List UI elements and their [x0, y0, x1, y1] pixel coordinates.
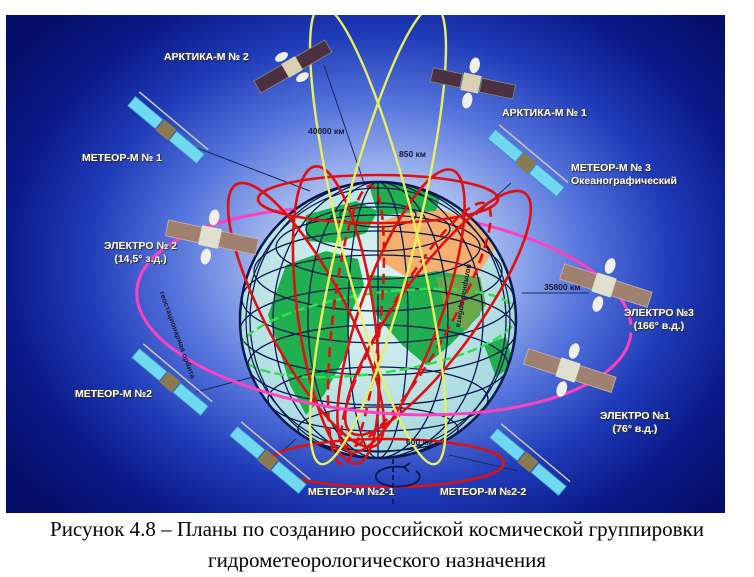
distance-polar-low: 600 км: [406, 437, 434, 447]
label-meteor-m2: МЕТЕОР-М №2: [75, 388, 152, 401]
label-meteor-m2-2: МЕТЕОР-М №2-2: [440, 486, 526, 499]
satellite-elektro-2-icon: [164, 209, 260, 265]
label-meteor-m-3: МЕТЕОР-М № 3 Океанографический: [571, 162, 677, 188]
label-text: ЭЛЕКТРО №3: [624, 307, 695, 319]
label-text: МЕТЕОР-М №2-2: [440, 486, 527, 498]
label-subtext: (166° в.д.): [633, 320, 685, 332]
heo-orbits: [308, 15, 448, 466]
satellite-constellation-diagram: АРКТИКА-М № 2 АРКТИКА-М № 1 МЕТЕОР-М № 1…: [6, 15, 725, 513]
label-text: МЕТЕОР-М №2-1: [308, 486, 395, 498]
caption-line-1: Рисунок 4.8 – Планы по созданию российск…: [50, 517, 704, 541]
label-text: МЕТЕОР-М № 1: [82, 152, 162, 164]
satellite-arktika-m-2-icon: [253, 39, 333, 94]
distance-geo: 35800 км: [544, 282, 581, 292]
satellite-meteor-m-3-icon: [487, 124, 569, 198]
label-subtext: (14,5° з.д.): [114, 253, 167, 265]
label-elektro-3: ЭЛЕКТРО №3 (166° в.д.): [624, 307, 694, 333]
label-elektro-1: ЭЛЕКТРО №1 (76° в.д.): [600, 410, 670, 436]
satellite-elektro-3-icon: [559, 258, 653, 312]
label-subtext: (76° в.д.): [612, 423, 658, 435]
label-elektro-2: ЭЛЕКТРО № 2 (14,5° з.д.): [104, 240, 177, 266]
diagram-graphics: [127, 15, 653, 507]
satellite-meteor-m-1-icon: [127, 91, 209, 165]
label-text: ЭЛЕКТРО № 2: [104, 240, 177, 252]
label-text: МЕТЕОР-М №2: [75, 388, 153, 400]
label-text: АРКТИКА-М № 1: [502, 107, 587, 119]
rotation-arrow-icon: [374, 459, 421, 507]
label-text: ЭЛЕКТРО №1: [600, 410, 671, 422]
figure-caption: Рисунок 4.8 – Планы по созданию российск…: [0, 514, 754, 576]
label-text: АРКТИКА-М № 2: [164, 51, 249, 63]
distance-heo: 40000 км: [308, 126, 345, 136]
label-arktika-m-2: АРКТИКА-М № 2: [164, 51, 249, 64]
satellite-elektro-1-icon: [523, 343, 617, 397]
satellite-meteor-m2-2-icon: [489, 423, 571, 497]
satellite-meteor-m2-icon: [131, 343, 213, 417]
satellite-arktika-m-1-icon: [429, 57, 516, 109]
geo-orbit-front: [135, 205, 633, 417]
label-subtext: Океанографический: [571, 175, 677, 187]
label-arktika-m-1: АРКТИКА-М № 1: [502, 107, 587, 120]
satellite-meteor-m2-1-icon: [229, 421, 311, 495]
polar-orbits: [226, 165, 533, 489]
label-meteor-m2-1: МЕТЕОР-М №2-1: [308, 486, 394, 499]
distance-polar-high: 850 км: [399, 149, 427, 159]
label-text: МЕТЕОР-М № 3: [571, 162, 651, 174]
caption-line-2: гидрометеорологического назначения: [207, 548, 547, 572]
label-meteor-m-1: МЕТЕОР-М № 1: [82, 152, 162, 165]
